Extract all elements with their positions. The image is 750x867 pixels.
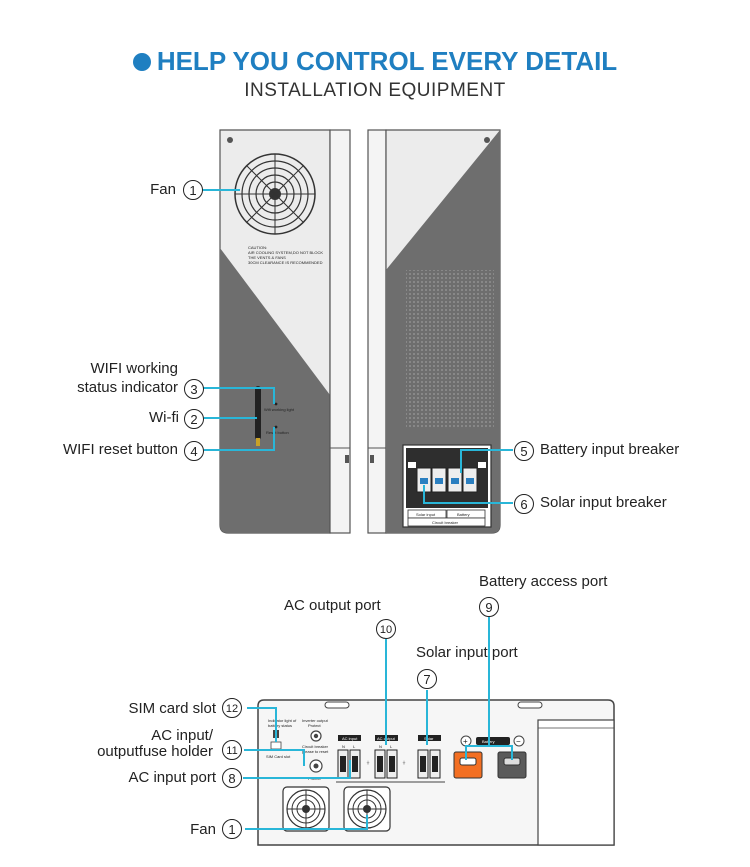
wifi-status-text: Wifi working light	[264, 407, 295, 412]
battery-breaker-number: 5	[514, 441, 534, 461]
breaker-reset-text-1: Circuit breaker	[302, 744, 329, 749]
sim-slot-text: SIM Card slot	[266, 754, 291, 759]
wifi-number: 2	[184, 409, 204, 429]
fan-bottom-label: Fan	[190, 821, 216, 838]
wifi-status-number: 3	[184, 379, 204, 399]
ac-output-label: AC output port	[284, 597, 381, 614]
ac-input-n: N	[342, 744, 345, 749]
wifi-reset-label: WIFI reset button	[62, 441, 178, 458]
indicator-text-2: battery status	[268, 723, 292, 728]
solar-breaker-label: Solar input breaker	[540, 494, 667, 511]
battery-plus: +	[463, 737, 468, 746]
ac-output-l: L	[390, 744, 393, 749]
caution-line-4: 30CM CLEARANCE IS RECOMMENDED	[248, 260, 323, 265]
ac-output-n: N	[379, 744, 382, 749]
breaker-reset-text-2: please to reset	[302, 749, 329, 754]
caution-line-2: AIR COOLING SYSTEM,DO NOT BLOCK	[248, 250, 323, 255]
bullet-dot-icon	[132, 53, 151, 71]
circuit-breaker-text: Circuit breaker	[432, 520, 459, 525]
fuse-number: 11	[222, 740, 242, 760]
wifi-status-label-1: WIFI working	[90, 360, 178, 377]
battery-text: Battery	[457, 512, 470, 517]
battery-breaker-label: Battery input breaker	[540, 441, 680, 458]
fan-bottom-number: 1	[222, 819, 242, 839]
wifi-status-led	[274, 402, 278, 406]
bottom-fans	[282, 786, 391, 832]
inverter-output-text-1: Inverter output	[302, 718, 329, 723]
wifi-label: Wi-fi	[149, 409, 179, 426]
wifi-reset-text: Reset button	[266, 430, 289, 435]
sim-number: 12	[222, 698, 242, 718]
wifi-reset-dot	[274, 425, 278, 429]
solar-text: Solar	[424, 736, 434, 741]
solar-terminal: Solar	[417, 735, 441, 779]
battery-port-label: Battery access port	[479, 573, 608, 590]
inverter-output-text-2: Protect	[308, 723, 322, 728]
breaker-panel: Solar input Battery Circuit breaker	[402, 444, 492, 528]
indicator-text-1: Indicator light of	[268, 718, 297, 723]
wifi-status-label-2: status indicator	[77, 379, 178, 396]
fan-top-label: Fan	[150, 181, 176, 198]
ac-input-number: 8	[222, 768, 242, 788]
battery-port-number: 9	[479, 597, 499, 617]
caution-line-3: THE VENTS & FANS	[248, 255, 286, 260]
right-unit: Solar input Battery Circuit breaker	[367, 129, 501, 534]
fuse-label-1: AC input/	[151, 727, 213, 744]
page-title: HELP YOU CONTROL EVERY DETAIL	[0, 46, 750, 77]
solar-port-number: 7	[417, 669, 437, 689]
wifi-antenna	[255, 386, 261, 446]
fan-top-number: 1	[183, 180, 203, 200]
ac-output-number: 10	[376, 619, 396, 639]
battery-minus: −	[516, 737, 521, 746]
ac-output-ground: ⏚	[402, 759, 406, 765]
top-fan-grille	[234, 153, 316, 235]
solar-port-label: Solar input port	[416, 644, 518, 661]
title-text: HELP YOU CONTROL EVERY DETAIL	[156, 46, 618, 76]
bottom-unit: Indicator light of battery status SIM Ca…	[257, 699, 615, 846]
ac-input-l: L	[353, 744, 356, 749]
wifi-reset-number: 4	[184, 441, 204, 461]
page-subtitle: INSTALLATION EQUIPMENT	[244, 80, 506, 101]
caution-line-1: CAUTION:	[248, 245, 267, 250]
ac-input-ground: ⏚	[366, 759, 370, 765]
solar-input-text: Solar input	[416, 512, 436, 517]
leader-lines	[202, 189, 513, 830]
sim-label: SIM card slot	[128, 700, 216, 717]
fuse-label-2: outputfuse holder	[97, 743, 213, 760]
ac-input-label: AC input port	[128, 769, 216, 786]
ac-input-text: AC input	[342, 736, 358, 741]
solar-breaker-number: 6	[514, 494, 534, 514]
ac-input-terminal: AC input N L ⏚	[337, 735, 370, 779]
